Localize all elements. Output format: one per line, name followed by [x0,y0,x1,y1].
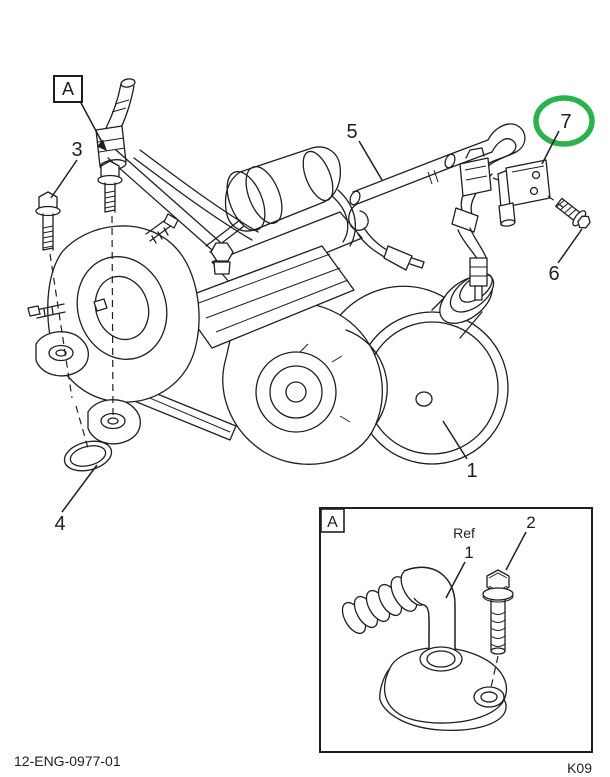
drain-bore-inner [426,650,456,668]
callout-6: 6 [548,228,583,285]
sensor-connector-icon [459,147,492,197]
bolt-axis-dash [49,253,73,399]
mounting-bolt-icon [97,160,123,213]
sensor-bolt-dash [547,195,565,209]
page-code: K09 [567,760,592,776]
callout-2-label: 2 [526,513,535,532]
mounting-bolt-icon [35,191,61,251]
flange-bolt-dash [489,655,499,693]
bolt-axis-dash [75,405,89,449]
wastegate-actuator-icon [205,146,356,253]
tube-assembly-icon [348,123,526,301]
callout-3-label: 3 [71,139,82,161]
callout-6-label: 6 [548,263,559,285]
bolt-axis-dash [111,215,114,417]
mounting-feet-icon [35,331,141,445]
callout-4-label: 4 [54,513,65,535]
callout-4: 4 [54,464,98,535]
detail-a-box [320,508,345,533]
callout-3: 3 [50,139,83,199]
sensor-bolt-icon [555,197,591,229]
view-a-box [53,75,83,103]
sensor-icon [497,159,551,227]
arrowhead-icon [97,139,107,151]
callout-1: 1 [442,420,478,482]
turbocharger-assembly [27,78,509,465]
view-a-arrow [79,100,104,145]
callout-7-highlight-circle [533,95,595,147]
ref-label: Ref [453,525,475,541]
view-a-label: A [62,79,74,99]
callout-2: 2 [505,513,536,571]
callout-5: 5 [346,121,383,181]
callout-ref-1: Ref 1 [445,525,475,599]
detail-a-label: A [327,514,338,531]
callout-7: 7 [533,95,595,165]
callout-7-label: 7 [560,111,571,133]
ref-item-label: 1 [464,543,473,562]
flange-bolt-icon [482,569,514,655]
figure-number: 12-ENG-0977-01 [14,753,121,769]
callout-5-label: 5 [346,121,357,143]
callout-1-label: 1 [466,460,477,482]
oil-drain-tube-icon [341,566,456,655]
callout-view-a: A [53,75,107,151]
center-housing-icon [177,211,363,349]
o-ring-icon [63,440,113,472]
compressor-housing-icon [222,301,388,465]
detail-view-a: A [319,507,593,753]
outlet-pipe-icon [329,273,509,465]
